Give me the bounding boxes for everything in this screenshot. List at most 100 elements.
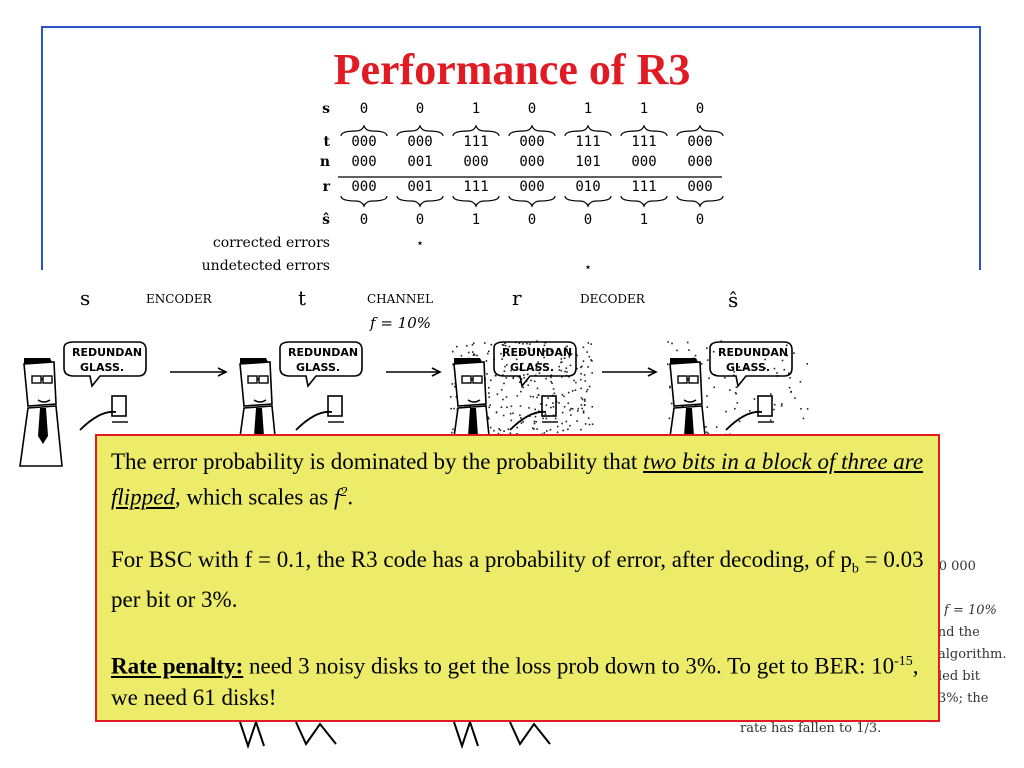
bubble-text: REDUNDAN (502, 346, 572, 359)
arm (725, 410, 763, 431)
noise-speck (516, 426, 518, 429)
noise-speck (530, 379, 532, 382)
noise-speck (712, 350, 715, 353)
noise-speck (733, 370, 735, 373)
table-cell: 111 (463, 134, 488, 150)
noise-speck (487, 416, 489, 419)
noise-speck (543, 356, 545, 359)
noise-speck (788, 372, 790, 375)
table-cell: 000 (351, 154, 376, 170)
noise-speck (580, 373, 582, 375)
table-cell: 000 (351, 179, 376, 195)
noise-speck (799, 381, 802, 383)
noise-speck (577, 407, 580, 410)
noise-speck (560, 358, 563, 360)
noise-speck (806, 363, 808, 365)
noise-speck (669, 386, 671, 389)
glass (541, 395, 557, 417)
noise-speck (473, 354, 476, 356)
noise-speck (502, 414, 505, 417)
noise-speck (583, 374, 586, 376)
noise-speck (532, 349, 535, 351)
noise-speck (713, 386, 715, 389)
noise-speck (540, 363, 542, 365)
noise-speck (533, 428, 535, 430)
table-cell: 000 (351, 134, 376, 150)
noise-speck (584, 400, 586, 402)
noise-speck (558, 369, 561, 371)
noise-speck (581, 398, 584, 401)
noise-speck (708, 377, 710, 379)
table-cell: 000 (519, 154, 544, 170)
overbrace (564, 124, 612, 137)
table-cell: 000 (687, 134, 712, 150)
noise-speck (503, 370, 506, 372)
noise-speck (451, 383, 454, 385)
noise-speck (453, 407, 455, 410)
noise-speck (522, 343, 524, 345)
noise-speck (576, 367, 578, 370)
noise-speck (512, 377, 514, 380)
noise-speck (521, 350, 524, 353)
noise-speck (509, 432, 512, 434)
bubble-text: REDUNDAN (288, 346, 358, 359)
noise-speck (706, 395, 708, 397)
noise-speck (510, 405, 513, 408)
bubble-text: GLASS. (726, 361, 770, 374)
noise-speck (452, 363, 454, 366)
noise-speck (452, 428, 454, 431)
corrected-error-star: ⋆ (416, 236, 424, 252)
noise-speck (588, 355, 591, 358)
noise-speck (694, 404, 697, 407)
noise-speck (556, 425, 559, 428)
overbrace (676, 124, 724, 137)
noise-speck (576, 420, 578, 422)
noise-speck (570, 353, 573, 355)
noise-speck (581, 365, 583, 368)
bubble-text: REDUNDAN (72, 346, 142, 359)
noise-speck (581, 407, 583, 410)
slide-title: Performance of R3 (333, 45, 691, 94)
noise-speck (532, 427, 534, 429)
overbrace (452, 124, 500, 137)
noise-speck (587, 342, 590, 344)
noise-speck (536, 428, 538, 430)
caption-fragment: f = 10% (944, 603, 997, 618)
noise-speck (537, 394, 540, 396)
table-cell: 0 (528, 212, 536, 228)
table-cell: 0 (528, 101, 536, 117)
noise-speck (706, 406, 709, 408)
noise-speck (738, 366, 740, 368)
noise-speck (508, 345, 511, 348)
noise-speck (565, 420, 568, 423)
noise-speck (527, 347, 530, 349)
noise-speck (669, 385, 671, 388)
mouth (467, 399, 481, 403)
noise-speck (534, 408, 536, 411)
noise-speck (522, 420, 524, 423)
noise-speck (734, 407, 736, 410)
noise-speck (520, 390, 522, 393)
noise-speck (502, 344, 505, 346)
noise-speck (534, 415, 537, 418)
overbrace (620, 124, 668, 137)
noise-speck (500, 406, 503, 408)
flow-arrowhead (217, 367, 228, 377)
noise-speck (565, 367, 568, 369)
noise-speck (460, 354, 463, 357)
noise-speck (567, 391, 570, 394)
comic-fragment (453, 718, 479, 750)
table-cell: 000 (687, 154, 712, 170)
table-cell: 1 (472, 212, 480, 228)
noise-speck (536, 340, 538, 342)
noise-speck (506, 364, 508, 366)
comic-panel-lower (453, 718, 551, 750)
underbrace (564, 195, 612, 208)
noise-speck (502, 374, 504, 376)
comic-panel-lower (239, 718, 337, 750)
noise-speck (533, 422, 536, 425)
noise-speck (715, 426, 718, 428)
noise-speck (561, 411, 564, 414)
noise-speck (519, 368, 521, 371)
speech-bubble (493, 341, 577, 388)
